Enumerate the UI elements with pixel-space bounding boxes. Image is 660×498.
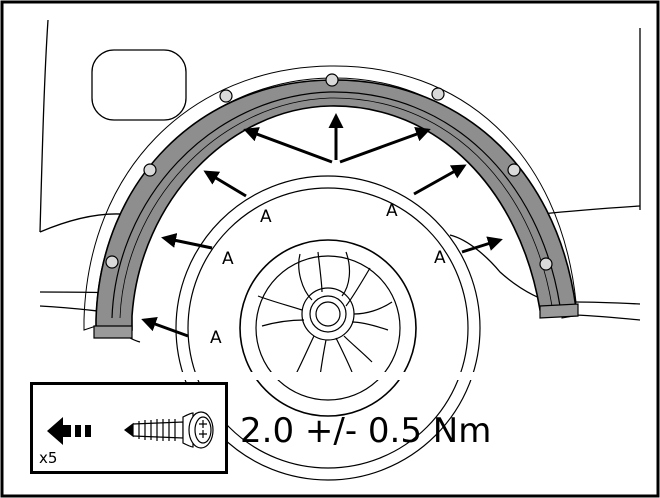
arrow-right-upper (413, 164, 467, 196)
callout-a-middle-right: A (434, 248, 446, 268)
arrow-left-upper (203, 170, 247, 198)
wheel (175, 175, 481, 481)
callout-a-upper-left: A (260, 207, 272, 227)
screw-boss (143, 163, 157, 177)
left-arrow-with-dashes-icon (47, 417, 91, 445)
arrow-left-lower (141, 317, 189, 338)
screw-quantity-label: x5 (39, 449, 58, 467)
arrow-up-right (339, 127, 431, 164)
arrow-right-middle (461, 236, 503, 254)
screw-bosses (105, 73, 553, 271)
screw-boss (539, 257, 553, 271)
screw-boss (431, 87, 445, 101)
fastener-legend-box: x5 (30, 382, 228, 474)
screw-boss (105, 255, 119, 269)
screw-icon (124, 411, 214, 449)
torque-spec-label: 2.0 +/- 0.5 Nm (240, 411, 492, 451)
callout-a-middle-left: A (222, 249, 234, 269)
fuel-door (91, 49, 187, 121)
screw-boss (325, 73, 339, 87)
wheel-clip (140, 372, 520, 380)
arrow-left-middle (161, 233, 213, 250)
pressure-arrows (141, 113, 503, 338)
callout-a-lower-left: A (210, 328, 222, 348)
fender-flare (83, 65, 579, 339)
arrow-up-left (243, 127, 333, 164)
screw-boss (507, 163, 521, 177)
callout-a-upper-right: A (386, 201, 398, 221)
screw-boss (219, 89, 233, 103)
